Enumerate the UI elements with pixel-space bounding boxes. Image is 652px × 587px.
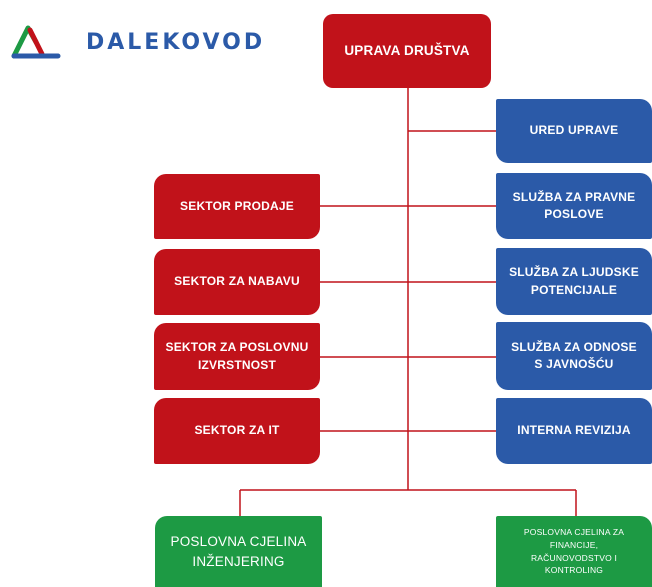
right-unit-label: INTERNA REVIZIJA <box>517 423 631 438</box>
sektor-prodaje-box: SEKTOR PRODAJE <box>154 174 320 239</box>
sektor-nabavu-box: SEKTOR ZA NABAVU <box>154 249 320 315</box>
right-unit-label: URED UPRAVE <box>529 123 619 138</box>
logo-text: DALEKOVOD <box>86 30 266 55</box>
uprava-drustva-label: UPRAVA DRUŠTVA <box>344 43 470 59</box>
left-unit-label: SEKTOR PRODAJE <box>180 198 294 213</box>
left-unit-label: SEKTOR ZA IT <box>194 423 280 438</box>
interna-revizija-box: INTERNA REVIZIJA <box>496 398 652 464</box>
dalekovod-logo: DALEKOVOD <box>8 18 278 62</box>
right-unit-label: SLUŽBA ZA ODNOSE S JAVNOŠĆU <box>511 339 637 371</box>
poslovna-cjelina-inzenjering-box: POSLOVNA CJELINA INŽENJERING <box>155 516 322 587</box>
triangle-logo-icon <box>11 25 61 59</box>
bottom-unit-label: POSLOVNA CJELINA ZA FINANCIJE, RAČUNOVOD… <box>523 527 625 576</box>
sluzba-pravne-poslove-box: SLUŽBA ZA PRAVNE POSLOVE <box>496 173 652 239</box>
left-unit-label: SEKTOR ZA POSLOVNU IZVRSTNOST <box>165 340 309 372</box>
sluzba-odnose-javnoscu-box: SLUŽBA ZA ODNOSE S JAVNOŠĆU <box>496 322 652 390</box>
sektor-poslovnu-izvrstnost-box: SEKTOR ZA POSLOVNU IZVRSTNOST <box>154 323 320 390</box>
sluzba-ljudske-potencijale-box: SLUŽBA ZA LJUDSKE POTENCIJALE <box>496 248 652 315</box>
sektor-it-box: SEKTOR ZA IT <box>154 398 320 464</box>
right-unit-label: SLUŽBA ZA LJUDSKE POTENCIJALE <box>509 265 639 297</box>
left-unit-label: SEKTOR ZA NABAVU <box>174 274 300 289</box>
uprava-drustva-box: UPRAVA DRUŠTVA <box>323 14 491 88</box>
bottom-unit-label: POSLOVNA CJELINA INŽENJERING <box>170 533 307 569</box>
poslovna-cjelina-financije-box: POSLOVNA CJELINA ZA FINANCIJE, RAČUNOVOD… <box>496 516 652 587</box>
right-unit-label: SLUŽBA ZA PRAVNE POSLOVE <box>512 189 636 221</box>
ured-uprave-box: URED UPRAVE <box>496 99 652 163</box>
